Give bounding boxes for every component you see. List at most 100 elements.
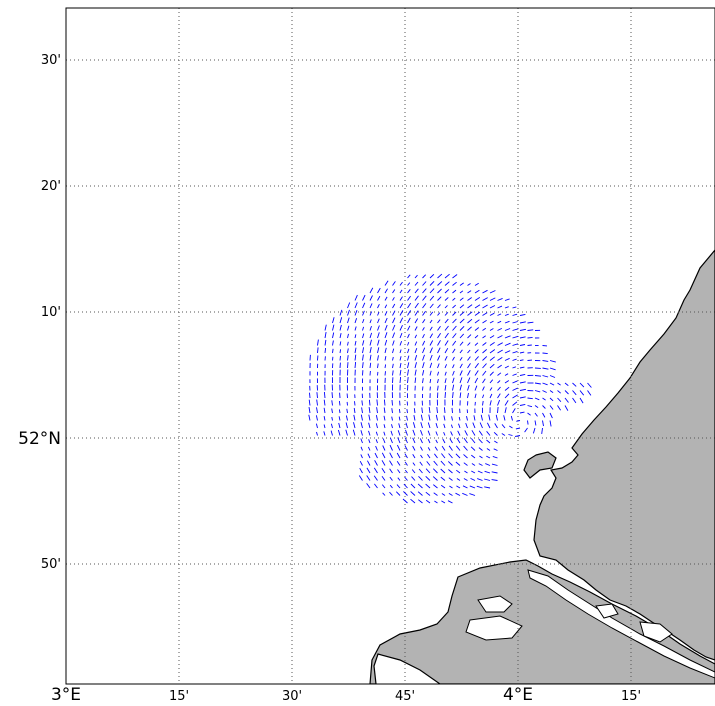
current-vector	[444, 281, 450, 286]
plot-frame	[65, 7, 715, 685]
current-vector	[414, 310, 419, 316]
current-vector	[467, 342, 471, 346]
current-vector	[497, 320, 502, 324]
current-vector	[395, 491, 401, 496]
current-vector	[497, 349, 503, 354]
current-vector	[489, 400, 492, 406]
current-vector	[437, 273, 443, 279]
current-vector	[375, 445, 378, 451]
current-vector	[323, 424, 326, 429]
current-vector	[512, 328, 519, 331]
current-vector	[572, 397, 577, 404]
map-plot-area	[65, 7, 715, 685]
current-vector	[512, 380, 518, 384]
current-vector	[383, 399, 386, 406]
current-vector	[450, 424, 453, 429]
current-vector	[482, 370, 487, 376]
current-vector	[524, 427, 528, 433]
current-vector	[412, 422, 416, 429]
current-vector	[422, 347, 426, 354]
current-vector	[486, 448, 491, 451]
current-vector	[369, 332, 373, 339]
current-vector	[459, 290, 464, 294]
current-vector	[383, 424, 386, 429]
current-vector	[369, 362, 372, 369]
current-vector	[489, 379, 494, 384]
current-vector	[508, 434, 513, 436]
current-vector	[512, 387, 518, 391]
current-vector	[397, 469, 401, 474]
current-vector	[503, 415, 506, 421]
current-vector	[467, 326, 472, 331]
current-vector	[369, 354, 372, 361]
current-vector	[366, 475, 371, 481]
current-vector	[549, 367, 556, 371]
current-vector	[354, 302, 358, 309]
current-vector	[399, 310, 404, 316]
current-vector	[549, 375, 556, 378]
current-vector	[527, 405, 533, 408]
current-vector	[347, 362, 349, 369]
current-vector	[360, 446, 363, 451]
current-vector	[407, 310, 411, 316]
current-vector	[332, 348, 334, 354]
current-vector	[437, 288, 442, 294]
current-vector	[367, 453, 371, 459]
water-inlet-1	[477, 595, 513, 613]
current-vector	[452, 356, 455, 361]
current-vector	[339, 349, 342, 354]
current-vector	[501, 433, 506, 436]
current-vector	[534, 390, 541, 393]
current-vector	[412, 429, 416, 436]
current-vector	[527, 412, 531, 416]
current-vector	[323, 416, 326, 421]
current-vector	[474, 289, 480, 294]
current-vector	[358, 475, 363, 481]
current-vector	[429, 354, 433, 361]
current-vector	[504, 407, 507, 414]
current-vector	[354, 347, 357, 354]
current-vector	[362, 340, 365, 346]
current-vector	[354, 310, 358, 316]
current-vector	[369, 311, 373, 316]
current-vector	[360, 454, 363, 459]
current-vector	[425, 491, 431, 496]
current-vector	[484, 486, 491, 489]
current-vector	[384, 364, 387, 369]
current-vector	[381, 452, 386, 459]
current-vector	[354, 294, 358, 301]
current-vector	[377, 332, 380, 339]
current-vector	[413, 408, 416, 414]
current-vector	[360, 422, 363, 429]
current-vector	[456, 437, 461, 444]
current-vector	[414, 281, 419, 286]
current-vector	[392, 303, 396, 309]
current-vector	[359, 460, 363, 466]
current-vector	[489, 342, 495, 346]
current-vector	[549, 412, 553, 419]
current-vector	[489, 297, 496, 301]
current-vector	[433, 460, 438, 466]
current-vector	[534, 382, 541, 385]
current-vector	[437, 296, 442, 301]
current-vector	[504, 313, 509, 316]
current-vector	[429, 362, 433, 369]
current-vector	[383, 415, 386, 421]
current-vector	[339, 341, 342, 346]
current-vector	[474, 349, 479, 354]
current-vector	[414, 318, 419, 324]
current-vector	[444, 318, 449, 324]
current-vector	[489, 320, 494, 324]
current-vector	[323, 431, 326, 436]
current-vector	[425, 468, 431, 474]
current-vector	[534, 397, 540, 401]
current-vector	[527, 420, 529, 425]
current-vector	[406, 409, 408, 414]
current-vector	[414, 326, 418, 331]
current-vector	[331, 408, 333, 414]
current-vector	[384, 356, 387, 361]
current-vector	[444, 385, 447, 391]
current-vector	[377, 318, 380, 324]
current-vector	[435, 414, 438, 421]
current-vector	[353, 422, 356, 429]
